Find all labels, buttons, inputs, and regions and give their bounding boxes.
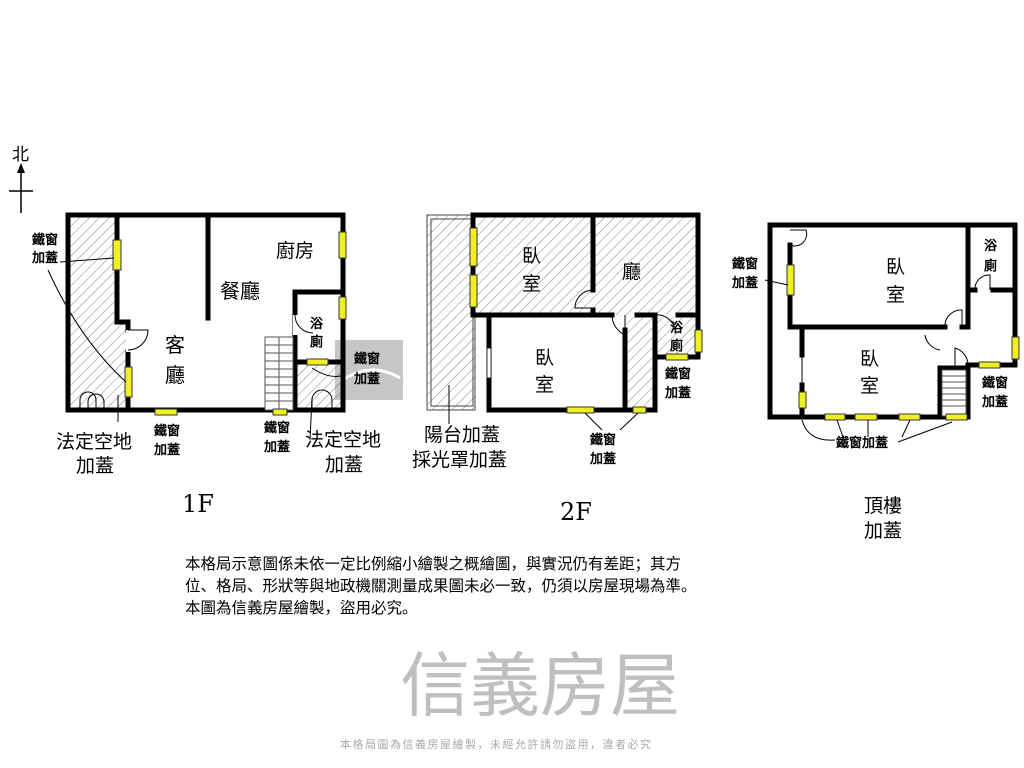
room-bath-2: 廁 — [984, 258, 997, 274]
door-icon — [127, 329, 149, 351]
door-icon — [924, 334, 941, 351]
door-icon — [294, 314, 314, 334]
floor-2-title: 2F — [560, 498, 592, 526]
room-dining: 餐廳 — [220, 279, 260, 303]
iron-window-label: 加蓋 — [353, 371, 380, 387]
room-bedroom-1: 臥 — [886, 256, 905, 278]
stairs — [941, 369, 967, 417]
room-kitchen: 廚房 — [276, 239, 314, 262]
floor-2-plan — [426, 212, 703, 431]
door-icon — [944, 309, 963, 328]
disclaimer-line: 本圖為信義房屋繪製，盜用必究。 — [185, 599, 418, 617]
iron-window-label: 鐵窗 — [32, 232, 58, 248]
room-living-2: 廳 — [165, 363, 185, 387]
iron-window-label: 鐵窗 — [590, 432, 616, 448]
iron-window-label: 鐵窗 — [154, 423, 180, 439]
door-icon — [611, 314, 626, 336]
north-compass-icon — [9, 163, 33, 213]
iron-window-label: 鐵窗 — [982, 375, 1008, 391]
room-bedroom-2: 室 — [535, 374, 554, 396]
north-label: 北 — [12, 145, 29, 165]
stairs — [264, 336, 294, 411]
disclaimer-line: 位、格局、形狀等與地政機關測量成果圖未必一致，仍須以房屋現場為準。 — [185, 577, 697, 595]
room-hall: 廳 — [622, 261, 641, 283]
door-icon — [79, 391, 105, 410]
room-bath-1: 浴 — [310, 316, 324, 332]
watermark-logo — [335, 340, 403, 400]
iron-window-label: 加蓋 — [263, 439, 290, 455]
room-bedroom-1: 臥 — [522, 245, 541, 267]
room-bath-1: 浴 — [984, 238, 998, 254]
iron-window-label: 加蓋 — [731, 275, 758, 291]
room-bedroom-1: 臥 — [860, 348, 879, 370]
door-icon — [654, 314, 676, 331]
iron-window-label: 鐵窗 — [665, 366, 691, 382]
roof-title-1: 頂樓 — [864, 495, 902, 517]
iron-window-label: 加蓋 — [664, 385, 691, 401]
iron-window-icon — [112, 231, 347, 416]
room-bedroom-2: 室 — [886, 284, 905, 306]
legal-space-label: 法定空地 — [56, 431, 132, 453]
door-icon — [574, 289, 594, 309]
iron-window-label: 鐵窗 — [732, 256, 758, 272]
door-icon — [789, 229, 808, 247]
floor-1-plan — [47, 212, 347, 441]
room-bedroom-2: 室 — [860, 375, 879, 397]
watermark-notice: 本格局圖為信義房屋繪製，未經允許請勿盜用，違者必究 — [340, 737, 653, 751]
roof-plan — [764, 222, 1020, 443]
room-bath-2: 廁 — [670, 338, 683, 354]
room-bedroom-2: 室 — [522, 273, 541, 295]
iron-window-label: 加蓋 — [31, 250, 58, 266]
door-icon — [974, 274, 991, 291]
balcony-label: 陽台加蓋 — [424, 424, 500, 446]
legal-space-label: 加蓋 — [325, 454, 363, 476]
iron-window-label: 加蓋 — [589, 451, 616, 467]
floor-1-title: 1F — [182, 490, 214, 518]
watermark-brand: 信義房屋 — [400, 645, 680, 727]
disclaimer-note: 本格局示意圖係未依一定比例縮小繪製之概繪圖，與實況仍有差距；其方 位、格局、形狀… — [185, 553, 885, 619]
iron-window-label: 鐵窗加蓋 — [836, 435, 888, 451]
room-bath-1: 浴 — [670, 320, 684, 336]
iron-window-label: 加蓋 — [153, 442, 180, 458]
room-bath-2: 廁 — [310, 334, 323, 350]
disclaimer-line: 本格局示意圖係未依一定比例縮小繪製之概繪圖，與實況仍有差距；其方 — [185, 555, 682, 573]
iron-window-label: 鐵窗 — [354, 351, 380, 367]
iron-window-label: 加蓋 — [981, 394, 1008, 410]
door-icon — [954, 347, 969, 368]
iron-window-label: 鐵窗 — [264, 420, 290, 436]
room-living-1: 客 — [165, 333, 185, 357]
legal-space-label: 加蓋 — [76, 455, 114, 477]
iron-window-icon — [469, 227, 703, 414]
room-bedroom-1: 臥 — [535, 347, 554, 369]
skylight-label: 採光罩加蓋 — [412, 449, 507, 471]
legal-space-label: 法定空地 — [305, 429, 381, 451]
roof-title-2: 加蓋 — [864, 520, 902, 542]
